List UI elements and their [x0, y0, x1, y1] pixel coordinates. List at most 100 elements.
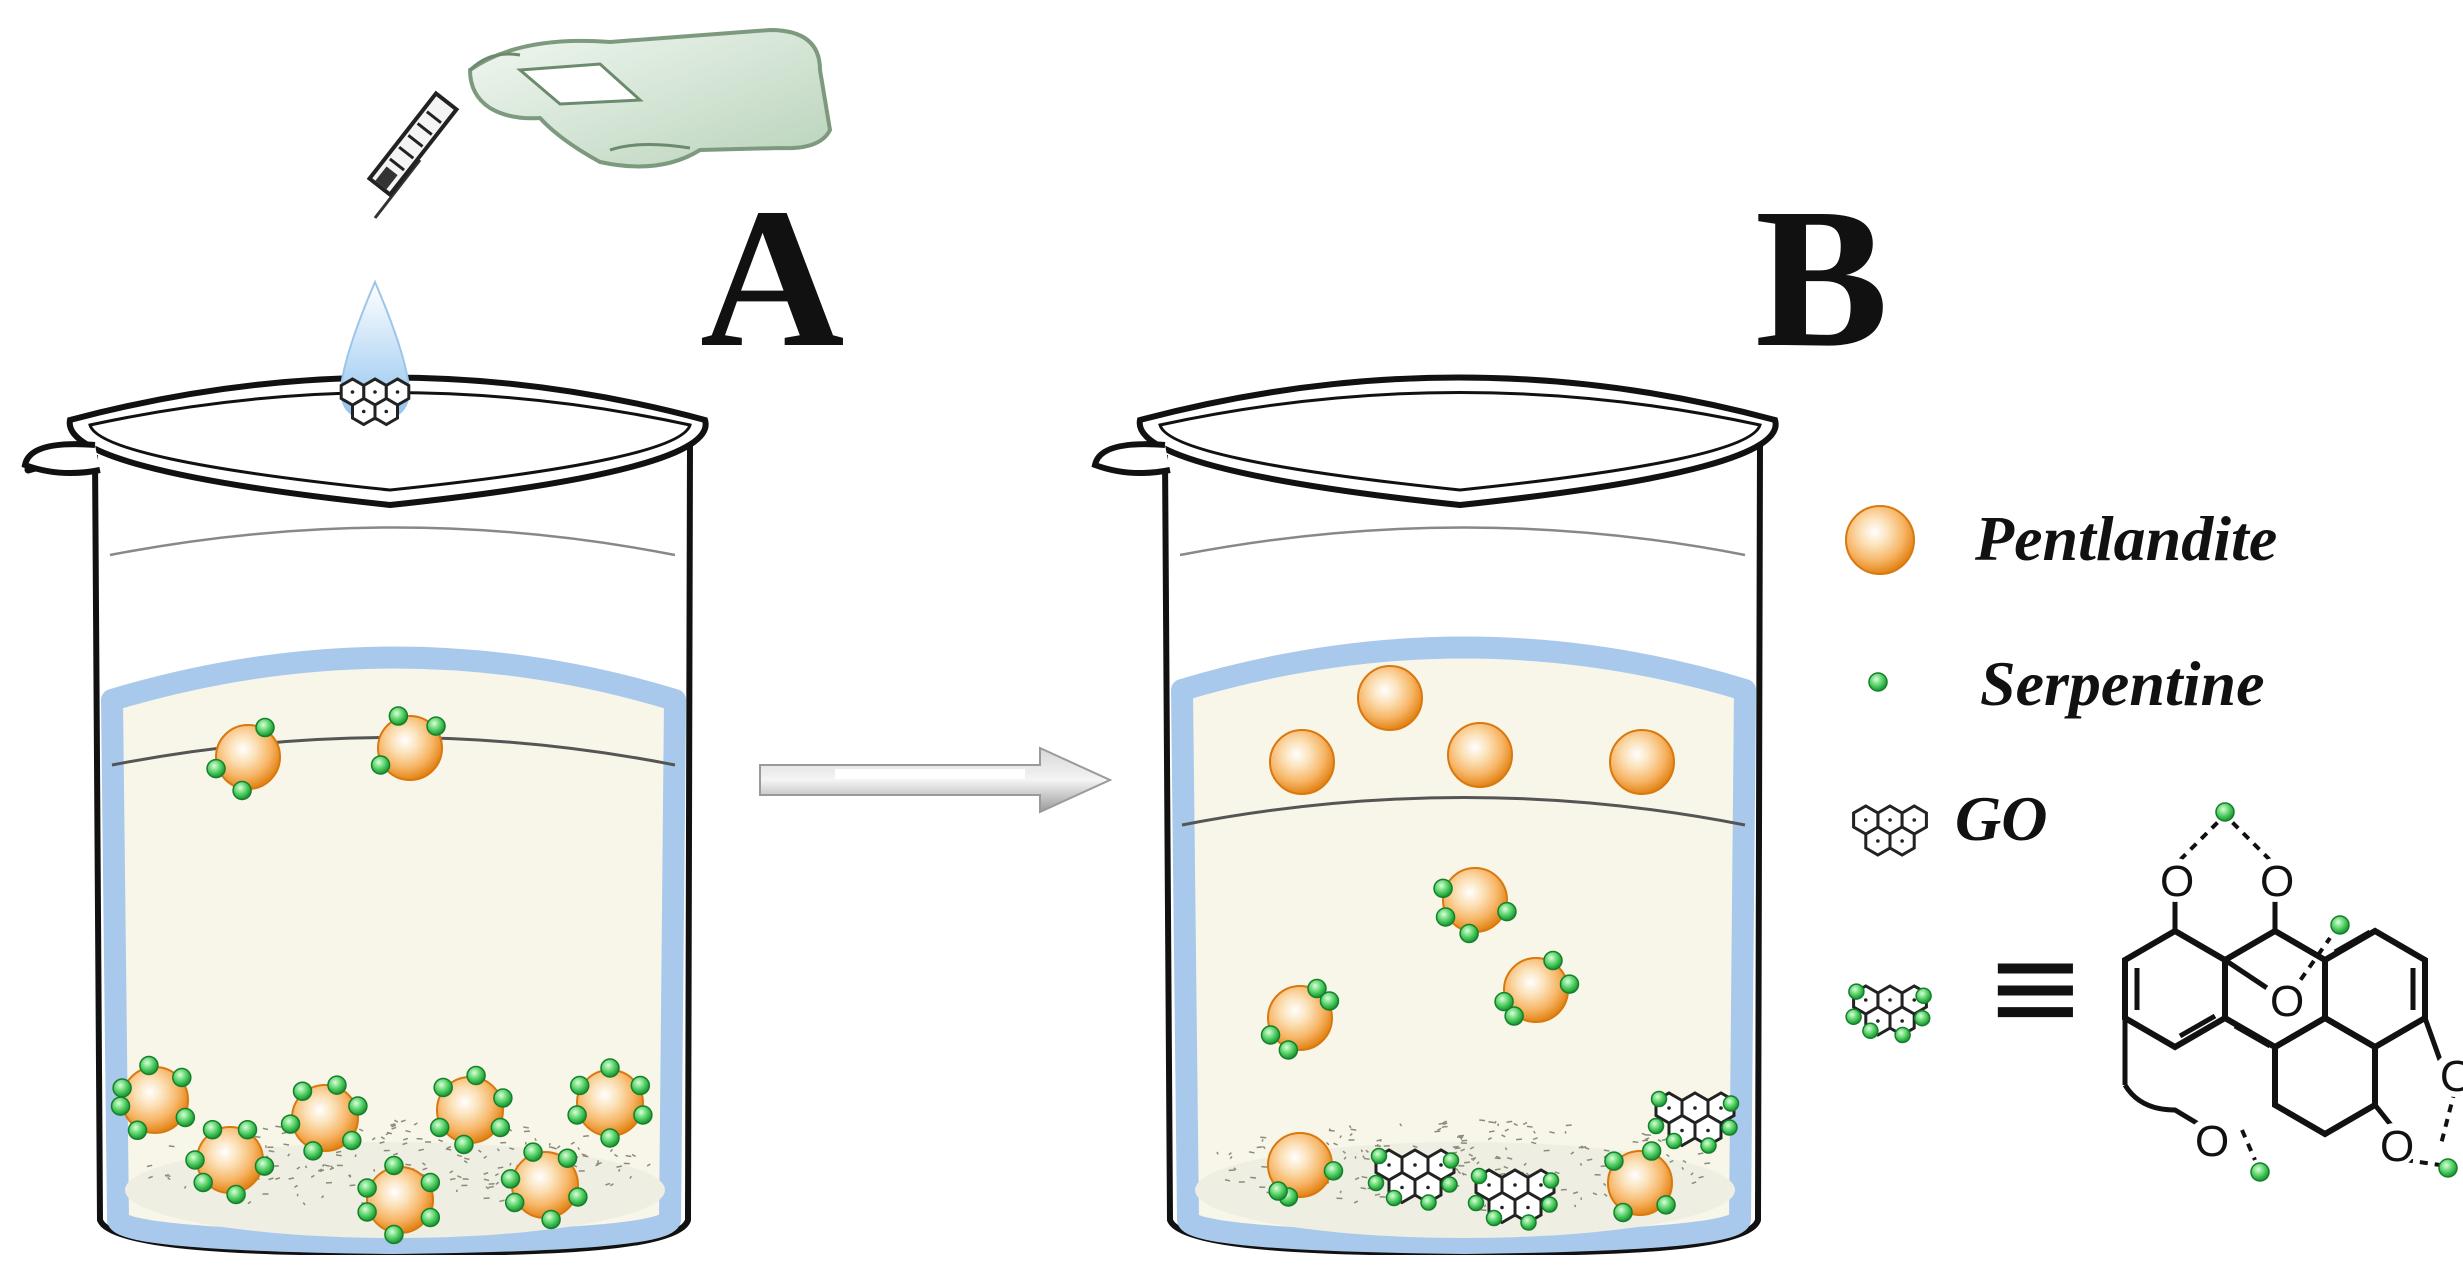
serpentine-particle [633, 1105, 653, 1125]
serpentine-particle [1721, 1119, 1738, 1136]
serpentine-particle [1604, 1151, 1624, 1171]
serpentine-particle [1915, 987, 1932, 1005]
serpentine-particle [1268, 1181, 1288, 1201]
serpentine-particle [1650, 1090, 1668, 1108]
serpentine-particle [600, 1128, 620, 1148]
go-serpentine-complex-icon [1845, 983, 1932, 1044]
panel-label-a: A [700, 168, 844, 389]
serpentine-particle [569, 1075, 590, 1096]
serpentine-particle [2330, 915, 2350, 935]
serpentine-particle [1385, 1189, 1403, 1207]
serpentine-particle [1845, 1008, 1862, 1026]
go-droplet [339, 279, 411, 427]
serpentine-particle [280, 1114, 301, 1134]
beaker-a [21, 374, 709, 1255]
serpentine-particle [255, 717, 275, 738]
oxygen-label: O [2380, 1122, 2414, 1171]
serpentine-particle [1319, 991, 1340, 1011]
coated-pentlandite [500, 1142, 588, 1230]
gloved-hand-with-syringe [366, 27, 833, 219]
serpentine-particle [466, 1065, 486, 1086]
go-sheet [1852, 804, 1928, 857]
beaker-b-water-surface [1181, 796, 1746, 827]
coated-pentlandite [110, 1055, 196, 1141]
serpentine-particle [1862, 1022, 1879, 1040]
serpentine-particle [454, 1134, 474, 1155]
pentlandite-particle [1845, 505, 1915, 575]
coated-pentlandite [1267, 1132, 1344, 1207]
syringe-needle [373, 159, 422, 219]
equivalence-symbol: ≡ [1985, 918, 2086, 1057]
serpentine-particle [202, 1119, 223, 1140]
oxygen-label: O [2270, 977, 2304, 1026]
go-serpentine-complex [1845, 983, 1932, 1044]
serpentine-particle [357, 1202, 377, 1222]
oxygen-label: O [2160, 857, 2194, 906]
serpentine-particle [1894, 1026, 1911, 1044]
beaker-b-rim-inner [1158, 391, 1762, 492]
serpentine-particle [206, 758, 226, 779]
serpentine-particle [523, 1142, 543, 1162]
serpentine-particle [1442, 1152, 1460, 1169]
serpentine-particle [112, 1078, 132, 1098]
go-serpentine-complex [1367, 1147, 1460, 1211]
serpentine-particle [1497, 901, 1517, 922]
oxygen-label: O [2195, 1117, 2229, 1166]
serpentine-particle [1559, 974, 1580, 994]
legend-label-go: GO [1955, 783, 2047, 854]
serpentine-particle [1656, 1195, 1676, 1215]
legend-label-serpentine: Serpentine [1980, 648, 2264, 719]
beaker-a-particles [110, 706, 653, 1245]
coated-pentlandite [429, 1065, 513, 1155]
serpentine-particle [1504, 1006, 1524, 1026]
serpentine-particle [1459, 923, 1479, 944]
serpentine-particle [237, 1119, 258, 1140]
pentlandite-particle [1267, 985, 1333, 1051]
serpentine-particle [1647, 1117, 1665, 1135]
go-sheet [339, 377, 411, 427]
coated-pentlandite [1494, 950, 1580, 1026]
beaker-a-water [101, 646, 686, 1254]
legend: Pentlandite Serpentine GO ≡ [1845, 503, 2463, 1182]
serpentine-particle [1260, 1025, 1281, 1045]
serpentine-particle [388, 706, 409, 726]
serpentine-particle [1370, 1147, 1388, 1165]
coated-pentlandite [1604, 1141, 1676, 1223]
process-arrow [759, 746, 1113, 814]
serpentine-particle [370, 755, 391, 775]
serpentine-particle [1722, 1095, 1740, 1112]
beaker-b-inner-line [1179, 526, 1746, 557]
serpentine-particle [342, 1130, 362, 1151]
coated-pentlandite [1260, 978, 1340, 1060]
serpentine-particle [493, 1088, 513, 1108]
legend-label-pentlandite: Pentlandite [1974, 503, 2277, 574]
serpentine-particle [327, 1075, 347, 1095]
serpentine-particle [1541, 1196, 1558, 1213]
serpentine-particle-icon [1868, 672, 1888, 692]
serpentine-particle [127, 1120, 148, 1141]
serpentine-particle [1433, 878, 1453, 899]
serpentine-particle [1542, 1172, 1560, 1189]
serpentine-particle [433, 1077, 453, 1098]
serpentine-particle [1367, 1174, 1385, 1192]
beaker-b-particles [1260, 665, 1740, 1231]
serpentine-particle [541, 1209, 561, 1230]
serpentine-particle [348, 1096, 368, 1116]
structure-serpentine-sites [2215, 802, 2458, 1182]
go-serpentine-complex [1467, 1167, 1560, 1231]
serpentine-particle [1520, 1214, 1537, 1231]
coated-pentlandite [370, 706, 446, 781]
coated-pentlandite [206, 717, 281, 801]
serpentine-particle [175, 1107, 196, 1128]
serpentine-particle [600, 1058, 620, 1078]
serpentine-particle [500, 1169, 521, 1189]
serpentine-particle [1494, 991, 1514, 1012]
serpentine-particle [426, 716, 446, 736]
pentlandite-particle-icon [1845, 505, 1915, 575]
glove [467, 27, 833, 169]
go-sheet [1474, 1168, 1556, 1225]
serpentine-particle [504, 1192, 525, 1213]
serpentine-particle [2215, 802, 2235, 822]
serpentine-particle [1278, 1040, 1299, 1060]
